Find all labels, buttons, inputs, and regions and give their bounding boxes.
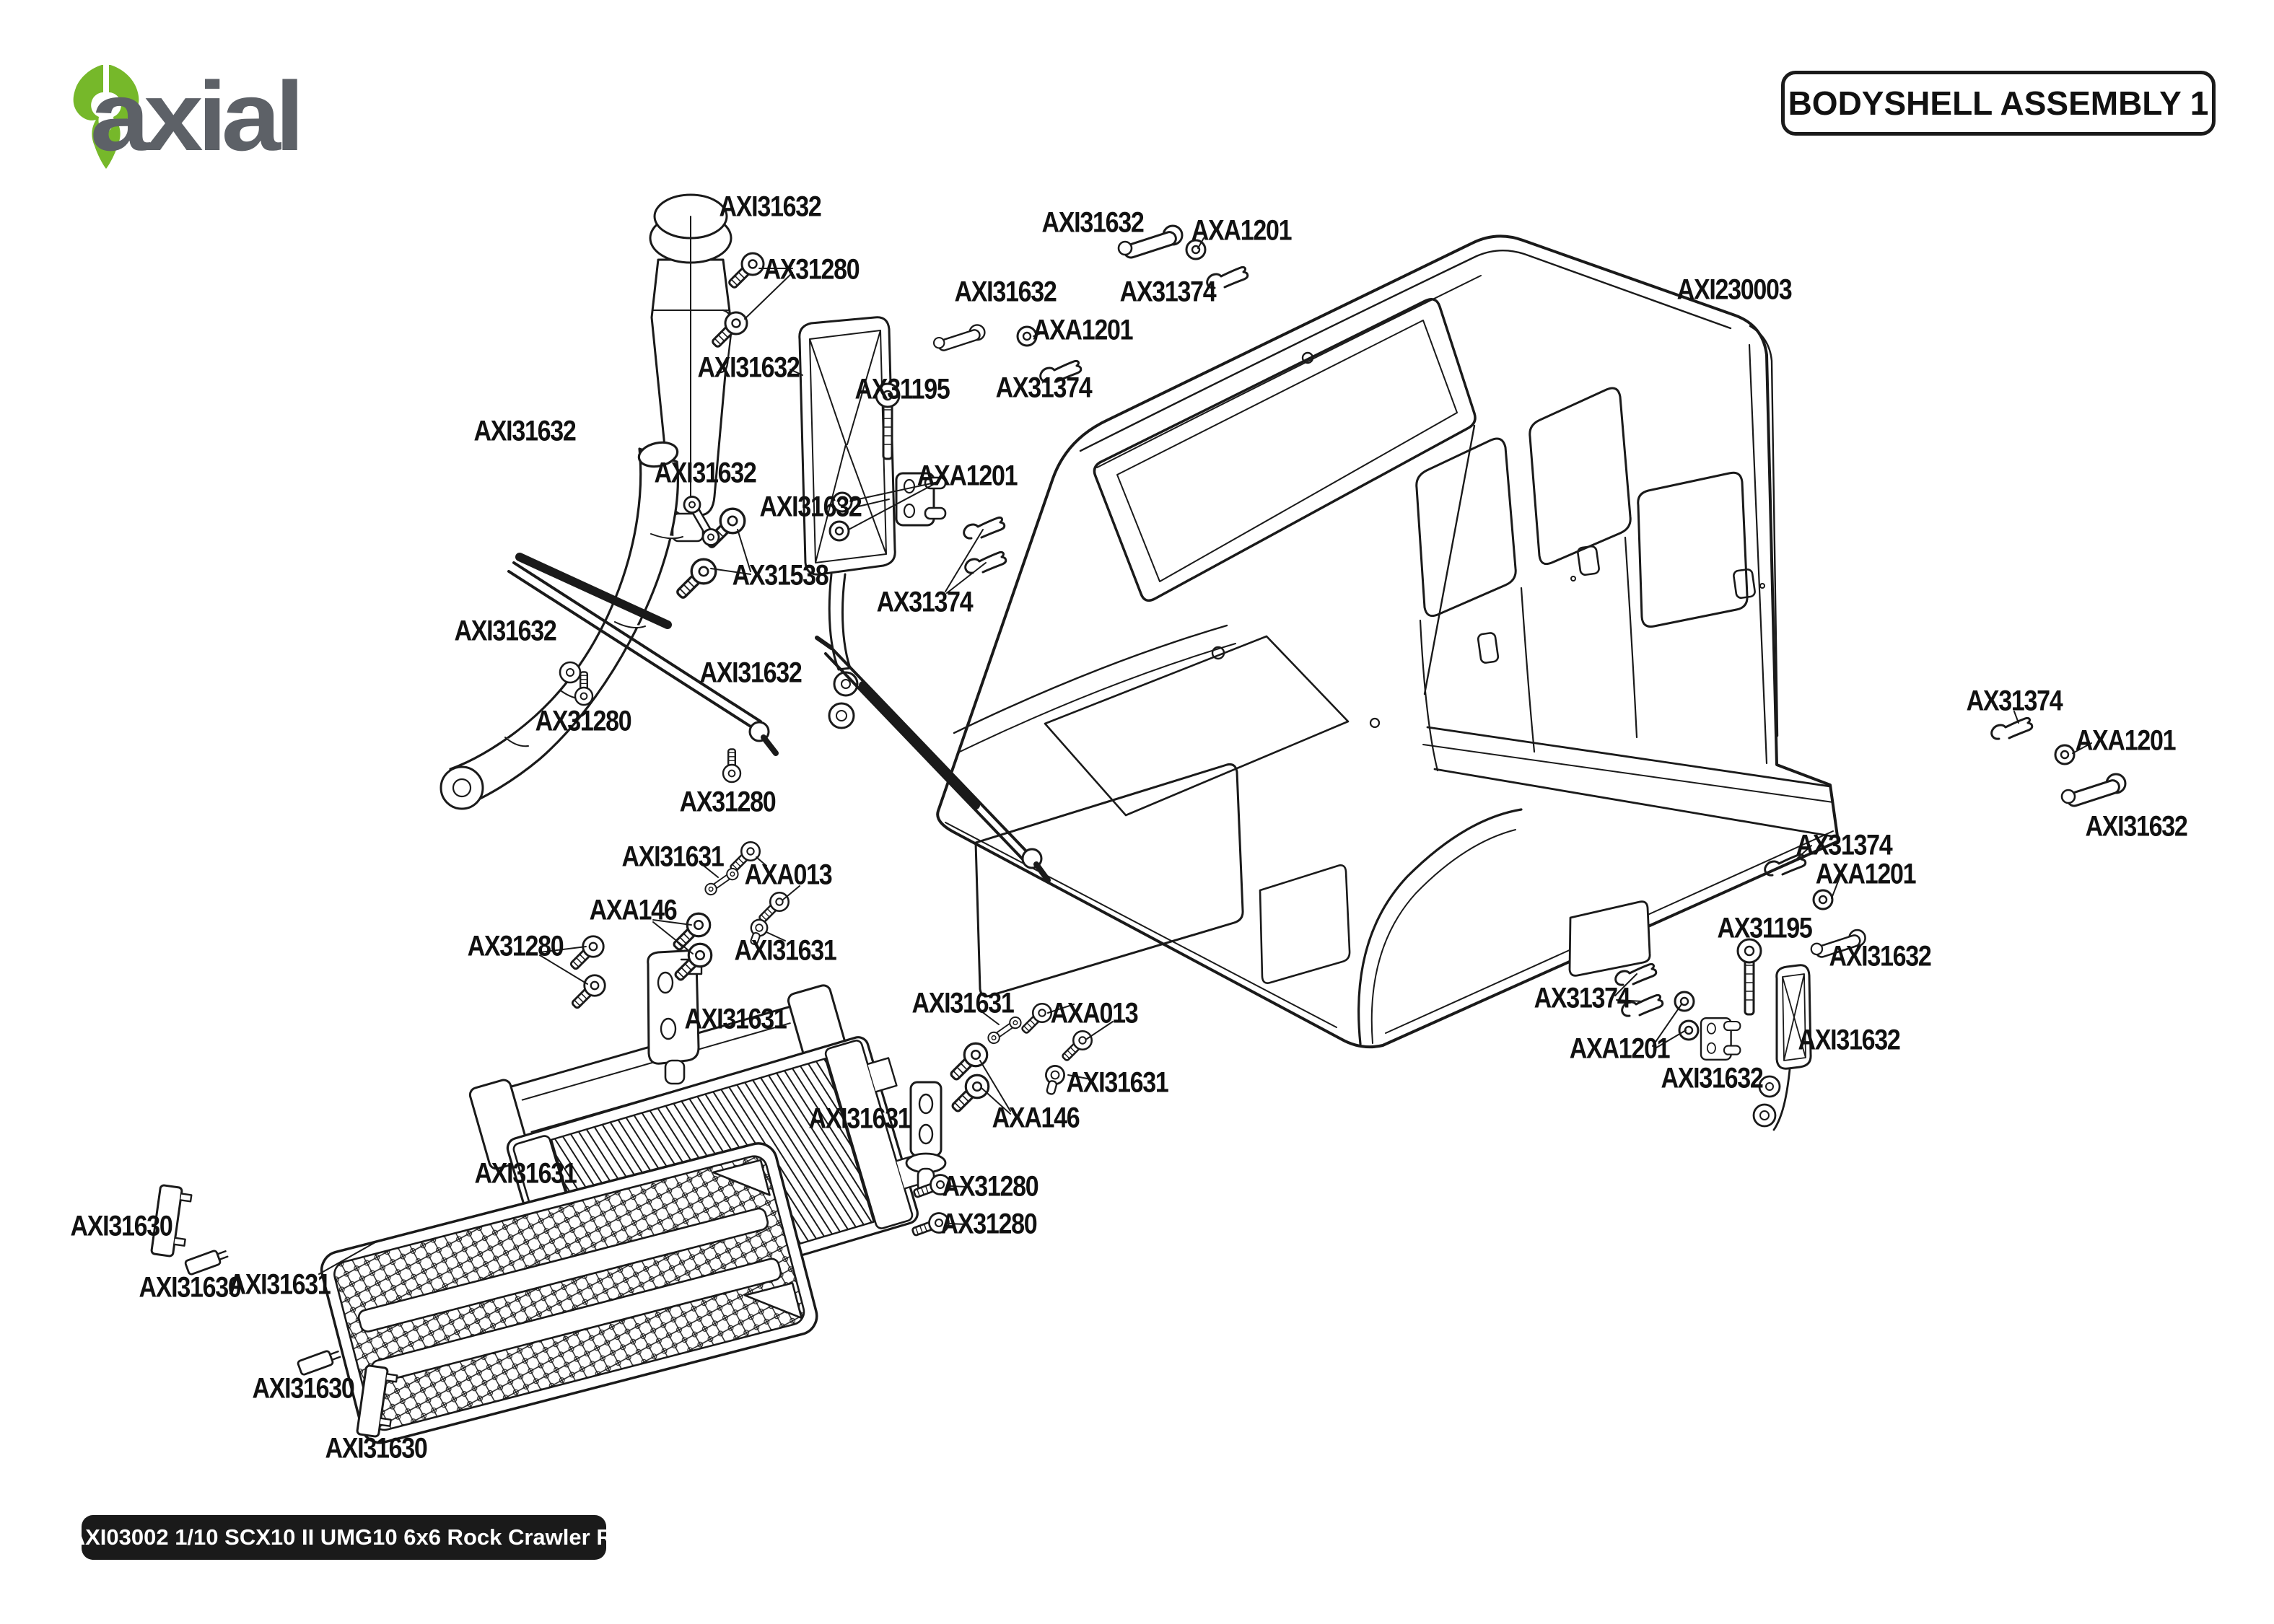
part-label: AX31280 [763, 253, 860, 286]
step-plate [1568, 900, 1651, 977]
part-label: AXI31632 [454, 615, 556, 647]
part-label: AXI31631 [684, 1003, 787, 1035]
part-label: AXA013 [744, 859, 833, 891]
door-handle-recess [1577, 545, 1600, 576]
page-title-box: BODYSHELL ASSEMBLY 1 [1781, 71, 2216, 136]
part-label: AX31374 [995, 372, 1093, 404]
part-label: AX31195 [854, 373, 950, 405]
part-label: AX31374 [1119, 276, 1217, 308]
part-label: AXA1201 [1815, 858, 1917, 890]
page-title: BODYSHELL ASSEMBLY 1 [1788, 84, 2209, 122]
footer-badge: C-AXI03002 1/10 SCX10 II UMG10 6x6 Rock … [45, 1515, 642, 1560]
part-label: AX31280 [467, 930, 564, 962]
part-label: AXI31632 [654, 457, 756, 489]
mirror-left [798, 316, 896, 729]
part-label: AX31374 [876, 586, 974, 618]
part-label: AXA146 [992, 1102, 1080, 1134]
part-label: AXI31631 [911, 987, 1014, 1019]
part-label: AXI31631 [474, 1157, 577, 1190]
part-label: AX31374 [1966, 685, 2063, 717]
part-label: AXI31632 [1661, 1062, 1763, 1094]
part-label: AXA1201 [917, 460, 1018, 492]
part-label: AXI31632 [473, 415, 576, 447]
part-label: AXI31630 [139, 1271, 241, 1304]
part-label: AXI31632 [2085, 810, 2187, 843]
part-label: AXI31632 [1829, 940, 1931, 973]
wiper-arm-left [507, 553, 779, 756]
part-label: AXA1201 [2075, 724, 2177, 757]
side-window-3 [1637, 471, 1749, 628]
front-grille-opening [974, 763, 1244, 998]
part-label: AX31538 [732, 559, 829, 592]
part-label: AX31280 [535, 705, 632, 737]
leader-lines [318, 237, 2092, 1275]
axial-emblem-icon [73, 65, 139, 169]
part-label: AXI31632 [697, 351, 800, 384]
mirror-right [1752, 964, 1812, 1131]
part-label: AXI31632 [954, 276, 1057, 308]
part-label: AXI31632 [1798, 1024, 1900, 1056]
part-label: AX31280 [940, 1208, 1038, 1240]
bumper-mount-bracket [647, 949, 703, 1085]
part-label: AX31280 [942, 1170, 1039, 1203]
front-grille [320, 1142, 818, 1444]
door-window-1 [1415, 437, 1517, 618]
part-label: AX31374 [1534, 982, 1631, 1014]
part-label: AXI31630 [252, 1372, 354, 1405]
part-label: AXI31631 [228, 1268, 331, 1301]
brand-wordmark: axial [90, 61, 305, 172]
wiper-blade-right [815, 636, 1051, 883]
part-label: AXA1201 [1569, 1032, 1671, 1065]
part-label: AX31195 [1717, 912, 1813, 944]
snorkel-head [649, 193, 733, 543]
part-label: AXA1201 [1032, 314, 1134, 346]
intake-elbow-tube [440, 441, 683, 810]
part-label: AXA013 [1050, 997, 1139, 1030]
part-label: AX31280 [679, 786, 777, 818]
door-handle-recess [1733, 568, 1756, 600]
truck-cab-body [936, 234, 1840, 1049]
door-window-2 [1529, 387, 1632, 566]
windshield [1093, 298, 1477, 602]
part-label: AXI230003 [1676, 273, 1793, 306]
brand-logo: axial [70, 61, 305, 172]
part-label: AXI31630 [70, 1210, 172, 1242]
part-label: AXI31632 [719, 190, 821, 223]
part-label: AXI31632 [759, 491, 862, 523]
part-label: AXI31631 [621, 840, 724, 873]
part-label: AXI31632 [699, 657, 802, 689]
part-label: AXI31631 [734, 934, 836, 967]
part-label: AXI31631 [1066, 1066, 1168, 1099]
door-handle-recess [1477, 632, 1500, 664]
body-post [905, 1081, 947, 1193]
part-label: AXI31630 [325, 1432, 427, 1465]
part-label: AXI31631 [808, 1102, 911, 1135]
footer-text: C-AXI03002 1/10 SCX10 II UMG10 6x6 Rock … [45, 1524, 643, 1550]
part-label: AX31374 [1796, 829, 1893, 861]
part-label: AXI31632 [1041, 206, 1144, 239]
part-label: AXA146 [589, 894, 678, 926]
part-label: AXA1201 [1191, 214, 1293, 247]
hood-panel [1044, 635, 1350, 817]
